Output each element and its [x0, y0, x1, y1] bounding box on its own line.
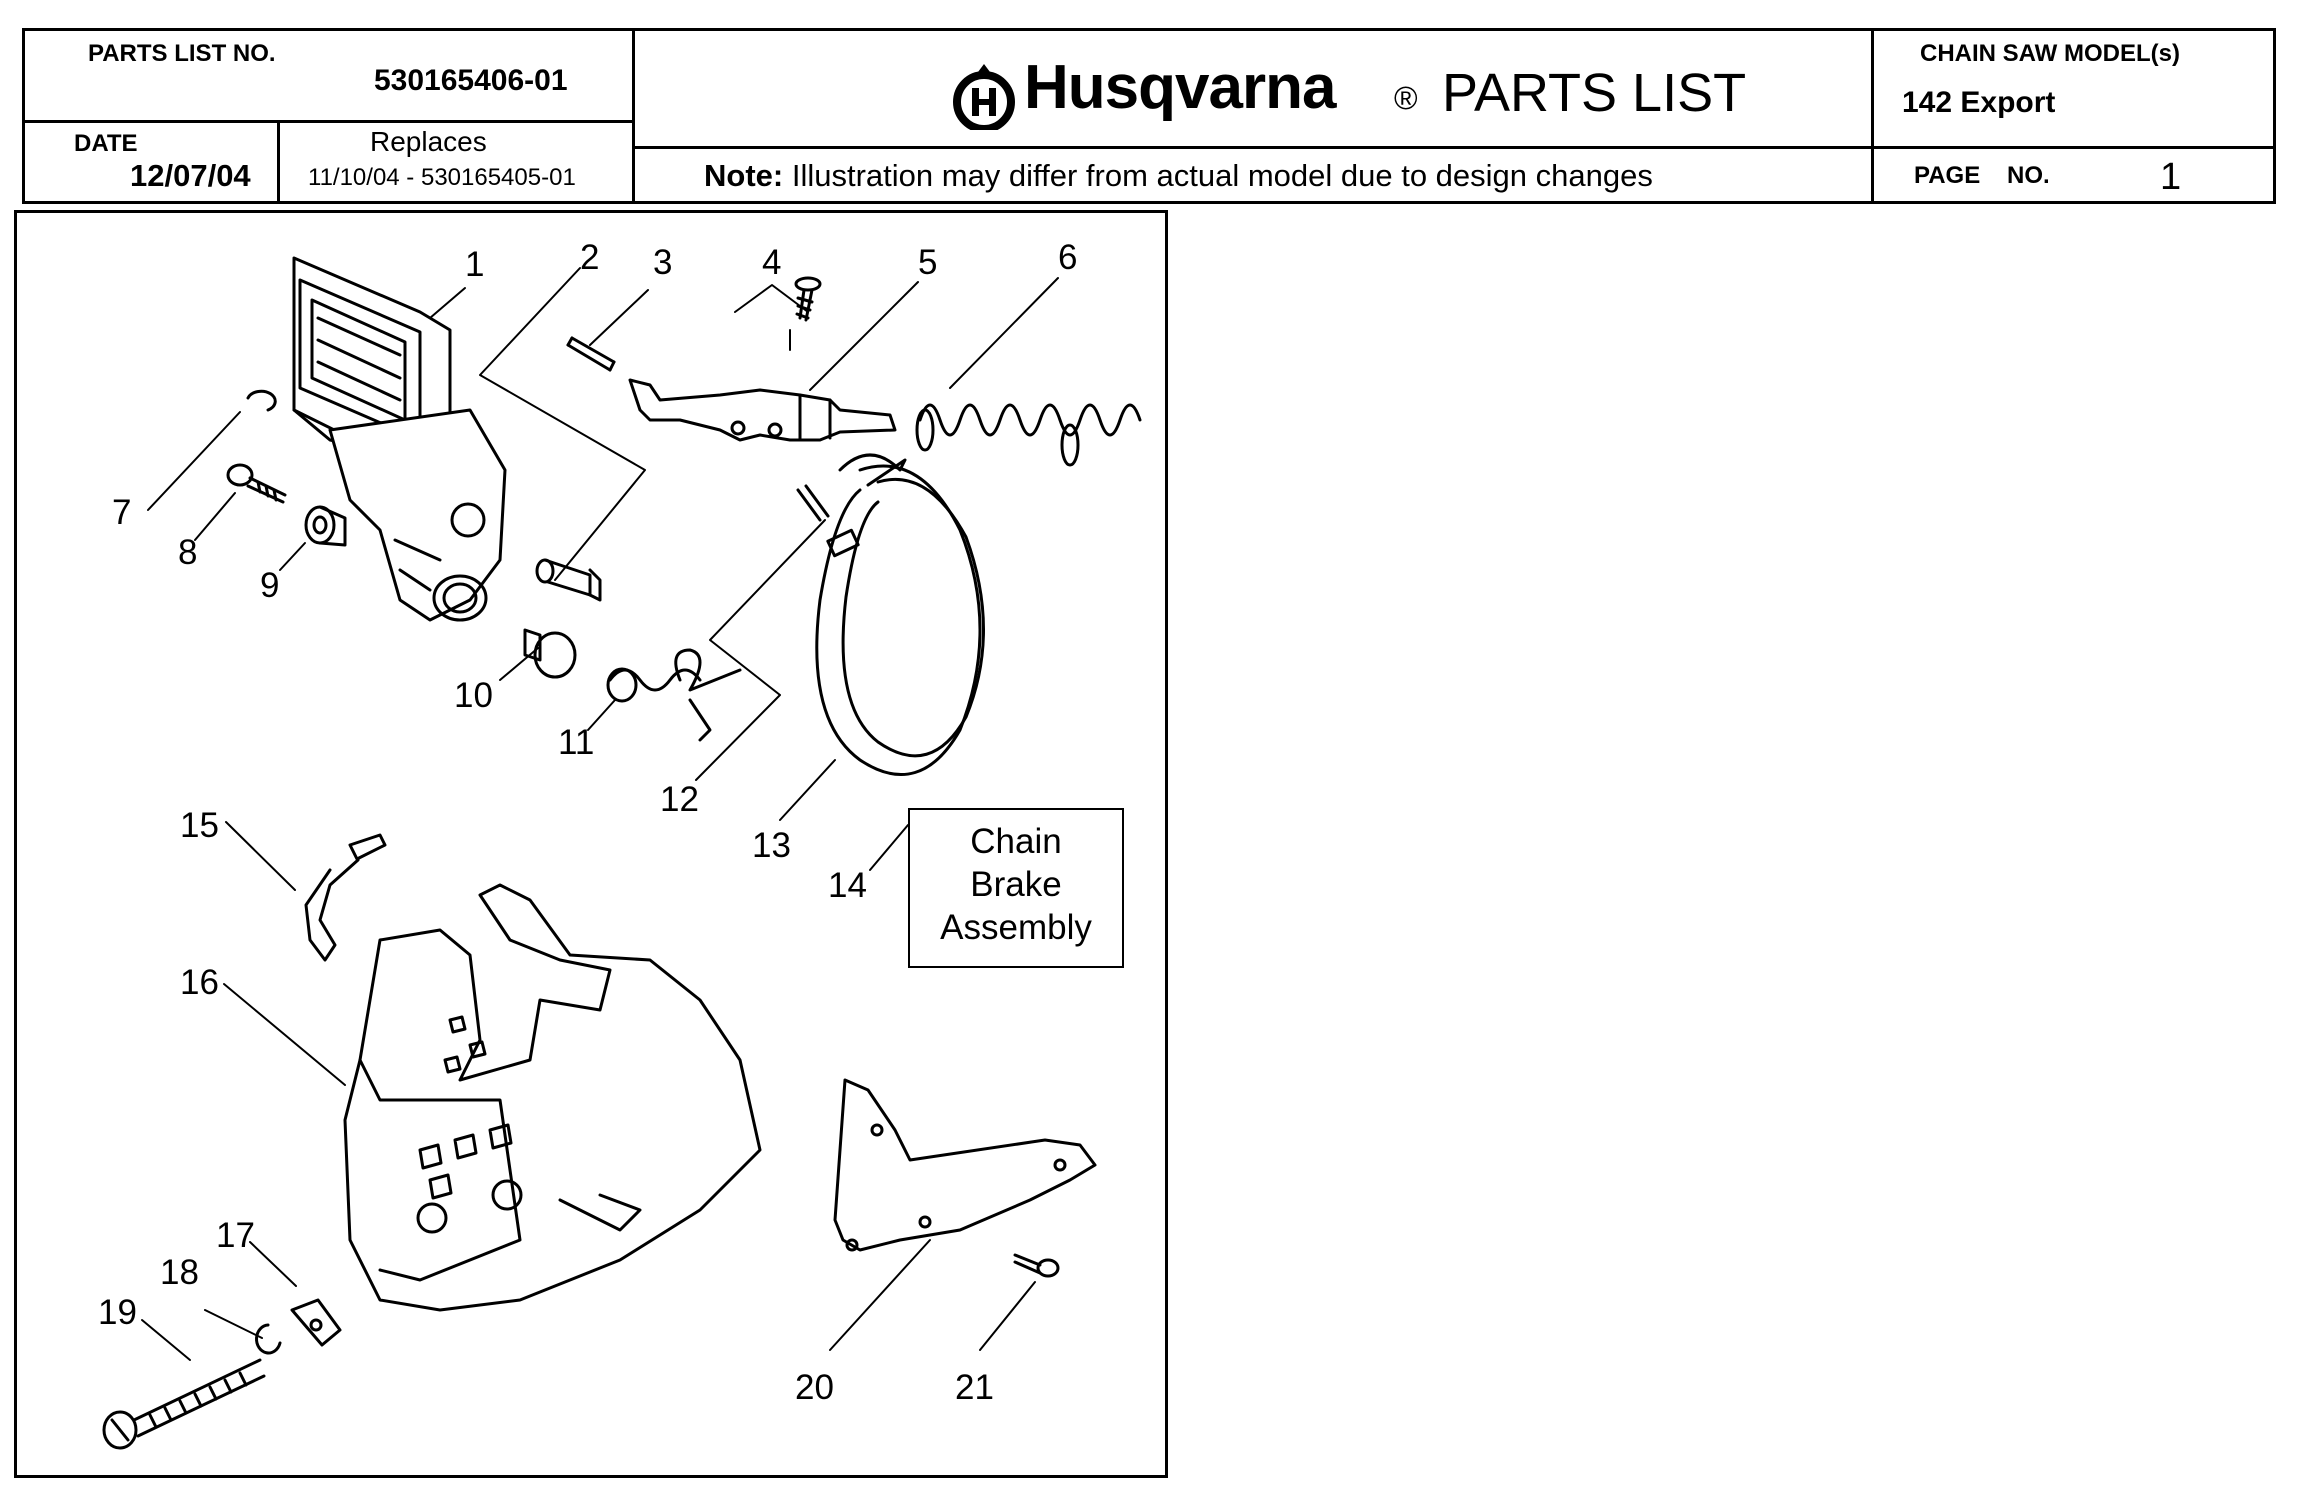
- part-13-brake-band: [815, 453, 985, 776]
- page-no-label: NO.: [2007, 162, 2050, 189]
- replaces-label: Replaces: [370, 126, 487, 157]
- callout-10: 10: [454, 676, 493, 715]
- part-7-clip: [246, 389, 277, 412]
- callout-1: 1: [465, 245, 485, 284]
- callout-9: 9: [260, 566, 280, 605]
- part-9-bushing: [304, 505, 347, 547]
- assembly-line-1: Chain: [970, 822, 1062, 861]
- callout-5: 5: [918, 243, 938, 282]
- callout-8: 8: [178, 533, 198, 572]
- callout-18: 18: [160, 1253, 199, 1292]
- callout-12: 12: [660, 780, 699, 819]
- part-3-pin: [566, 336, 616, 372]
- header-table: PARTS LIST NO. 530165406-01 DATE 12/07/0…: [22, 28, 2276, 204]
- callout-17: 17: [216, 1216, 255, 1255]
- illustration-frame: [14, 210, 1168, 1478]
- part-15-spring-clip: [304, 833, 387, 962]
- part-19-screw: [102, 1358, 266, 1450]
- design-note: Note: Illustration may differ from actua…: [704, 158, 1653, 194]
- replaces-value: 11/10/04 - 530165405-01: [308, 164, 576, 191]
- part-6-spring: [915, 403, 1142, 467]
- callout-13: 13: [752, 826, 791, 865]
- part-18-clip: [255, 1323, 282, 1355]
- callout-14: 14: [828, 866, 867, 905]
- page-label: PAGE: [1914, 162, 1981, 189]
- brand-registered-mark: ®: [1394, 80, 1418, 116]
- part-10-bushing: [523, 628, 577, 679]
- date-value: 12/07/04: [130, 158, 251, 193]
- callout-19: 19: [98, 1293, 137, 1332]
- callout-21: 21: [955, 1368, 994, 1407]
- parts-list-label: PARTS LIST NO.: [88, 40, 276, 67]
- part-17-washer: [290, 1298, 342, 1347]
- callout-leader-lines: [141, 267, 1059, 1361]
- part-20-cover-plate: [833, 1078, 1097, 1252]
- part-2-bolt: [535, 558, 602, 602]
- callout-6: 6: [1058, 238, 1078, 277]
- husqvarna-crown-icon: [953, 64, 1015, 130]
- note-text: Illustration may differ from actual mode…: [791, 158, 1653, 193]
- page-number: 1: [2160, 156, 2182, 198]
- part-8-screw: [226, 463, 287, 504]
- part-5-latch: [628, 378, 897, 442]
- part-21-screw: [1013, 1253, 1060, 1278]
- callout-11: 11: [558, 723, 595, 762]
- part-4-screw: [794, 276, 822, 322]
- callout-7: 7: [112, 493, 132, 532]
- assembly-line-2: Brake: [970, 865, 1062, 904]
- date-label: DATE: [74, 130, 138, 157]
- callout-3: 3: [653, 243, 673, 282]
- parts-list-number: 530165406-01: [374, 64, 568, 97]
- callout-16: 16: [180, 963, 219, 1002]
- part-2-lever-plate: [328, 408, 507, 622]
- part-16-clutch-cover: [343, 883, 762, 1312]
- document-title: PARTS LIST: [1442, 63, 1747, 123]
- assembly-line-3: Assembly: [940, 908, 1092, 947]
- note-bold: Note:: [704, 158, 784, 193]
- callout-4: 4: [762, 243, 782, 282]
- part-12-pin: [796, 484, 830, 522]
- chain-brake-assembly-box: Chain Brake Assembly: [908, 808, 1124, 968]
- part-11-spring: [606, 648, 742, 742]
- callout-20: 20: [795, 1368, 834, 1407]
- callout-15: 15: [180, 806, 219, 845]
- brand-name: Husqvarna: [1024, 53, 1336, 122]
- model-value: 142 Export: [1902, 86, 2056, 119]
- callout-2: 2: [580, 238, 600, 277]
- model-label: CHAIN SAW MODEL(s): [1920, 40, 2180, 67]
